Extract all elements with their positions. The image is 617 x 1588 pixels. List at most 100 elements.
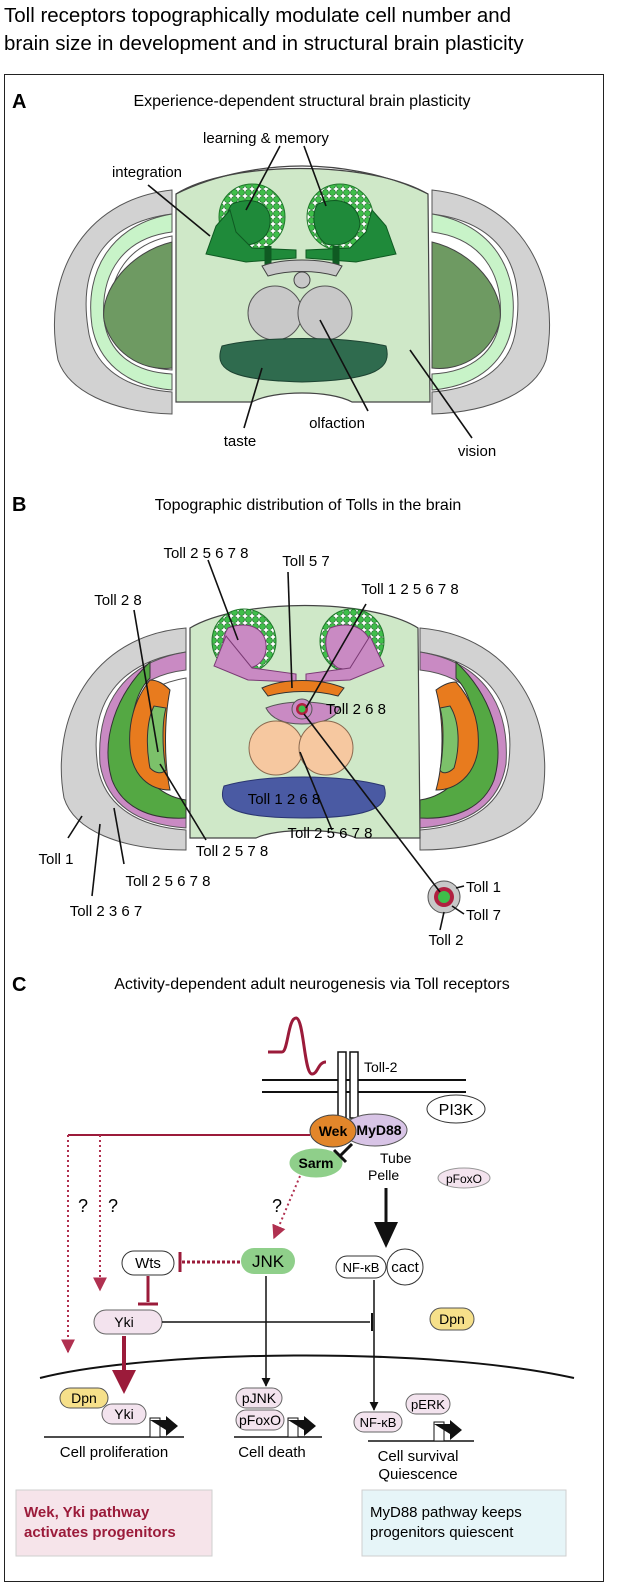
dpn-right-node [429, 1307, 475, 1331]
panel-b: B Topographic distribution of Tolls in t… [12, 494, 546, 949]
nuclear-envelope [39, 1354, 575, 1379]
myd88-summary-line2: progenitors quiescent [370, 1524, 514, 1541]
tube-label: Tube [380, 1150, 412, 1166]
sarm-jnk-dotted-arrow [272, 1175, 301, 1240]
label-learning-memory: learning & memory [203, 130, 329, 147]
label-toll-25678-mid: Toll 2 5 6 7 8 [287, 825, 372, 842]
pfoxo-nuc-label: pFoxO [239, 1412, 281, 1428]
myd88-sarm-inhibit [332, 1142, 354, 1164]
pjnk-node [235, 1387, 283, 1409]
outcome-death: Cell death [238, 1444, 306, 1461]
question-1: ? [78, 1196, 88, 1216]
wek-summary-line1: Wek, Yki pathway [24, 1504, 150, 1521]
label-toll-1: Toll 1 [38, 851, 73, 868]
title-line-2: brain size in development and in structu… [4, 32, 524, 55]
label-toll-25678-low: Toll 2 5 6 7 8 [125, 873, 210, 890]
label-taste: taste [224, 433, 257, 450]
wts-node [121, 1250, 175, 1276]
panel-a-heading: Experience-dependent structural brain pl… [133, 93, 470, 110]
pelle-label: Pelle [368, 1167, 399, 1183]
pelle-nfkb-arrowhead [374, 1222, 398, 1248]
myd88-label: MyD88 [356, 1122, 401, 1138]
figure-title: Toll receptors topographically modulate … [4, 2, 616, 58]
wek-label: Wek [319, 1123, 348, 1139]
panel-b-leaders [67, 559, 465, 931]
outcome-survival: Cell survival [378, 1448, 459, 1465]
dpn-right-label: Dpn [439, 1311, 465, 1327]
mushroom-bodies [205, 183, 397, 266]
pfoxo-top-label: pFoxO [446, 1172, 482, 1186]
nfkb-nuc-label: NF-κB [360, 1415, 397, 1430]
yki-nuc-node [101, 1403, 147, 1425]
toll-central-complex [248, 680, 354, 776]
sarm-label: Sarm [298, 1155, 333, 1171]
outcome-quiescence: Quiescence [378, 1466, 457, 1483]
toll-sez [221, 776, 386, 819]
label-toll-2367: Toll 2 3 6 7 [70, 903, 143, 920]
toll2-label: Toll-2 [364, 1059, 398, 1075]
myd88-summary-box [361, 1489, 567, 1557]
label-inset-toll-2: Toll 2 [428, 932, 463, 949]
panel-c: C Activity-dependent adult neurogenesis … [12, 974, 575, 1557]
wek-summary-line2: activates progenitors [24, 1524, 176, 1541]
panel-a-letter: A [12, 91, 26, 113]
yki-label: Yki [114, 1314, 133, 1330]
question-2: ? [108, 1196, 118, 1216]
label-inset-toll-1: Toll 1 [466, 879, 501, 896]
pi3k-label: PI3K [439, 1102, 474, 1119]
optic-lobe-left [54, 189, 173, 415]
toll2-receptor-left [337, 1051, 347, 1119]
nfkb-label: NF-κB [343, 1260, 380, 1275]
panel-a-leaders [147, 145, 473, 439]
jnk-label: JNK [252, 1252, 285, 1271]
label-toll-1268: Toll 1 2 6 8 [248, 791, 321, 808]
label-olfaction: olfaction [309, 415, 365, 432]
label-toll-25678-top: Toll 2 5 6 7 8 [163, 545, 248, 562]
yki-nuc-label: Yki [114, 1406, 133, 1422]
pfoxo-nuc-node [235, 1409, 285, 1431]
cact-label: cact [391, 1259, 419, 1276]
label-toll-28: Toll 2 8 [94, 592, 142, 609]
promoter-survival [368, 1420, 474, 1442]
nfkb-nuc-node [353, 1411, 403, 1433]
dpn-left-label: Dpn [71, 1390, 97, 1406]
perk-node [405, 1393, 451, 1415]
label-integration: integration [112, 164, 182, 181]
label-vision: vision [458, 443, 496, 460]
title-line-1: Toll receptors topographically modulate … [4, 4, 512, 27]
dpn-left-node [59, 1387, 109, 1409]
central-complex [247, 259, 353, 341]
label-toll-57: Toll 5 7 [282, 553, 330, 570]
toll-optic-left [60, 627, 187, 851]
action-potential [268, 1016, 327, 1076]
promoter-death [234, 1416, 322, 1438]
pfoxo-top-node [437, 1167, 491, 1189]
label-toll-268: Toll 2 6 8 [326, 701, 386, 718]
pjnk-label: pJNK [242, 1390, 277, 1406]
cact-node [386, 1248, 424, 1286]
question-3: ? [272, 1196, 282, 1216]
toll-optic-right [419, 627, 546, 851]
wek-summary-box [15, 1489, 213, 1557]
sarm-node [289, 1148, 343, 1178]
label-toll-2578: Toll 2 5 7 8 [196, 843, 269, 860]
label-inset-toll-7: Toll 7 [466, 907, 501, 924]
promoter-proliferation [44, 1416, 184, 1438]
optic-lobe-right [431, 189, 550, 415]
taste-region [219, 338, 388, 383]
jnk-node [241, 1248, 295, 1274]
panel-b-letter: B [12, 494, 26, 516]
label-toll-125678: Toll 1 2 5 6 7 8 [361, 581, 459, 598]
panel-b-heading: Topographic distribution of Tolls in the… [155, 497, 462, 514]
toll2-receptor-right [349, 1051, 359, 1119]
figure-frame [4, 74, 604, 1582]
panel-c-heading: Activity-dependent adult neurogenesis vi… [114, 976, 510, 993]
outcome-proliferation: Cell proliferation [60, 1444, 168, 1461]
perk-label: pERK [411, 1397, 445, 1412]
pi3k-node [426, 1094, 486, 1124]
nfkb-node [335, 1255, 387, 1279]
wts-label: Wts [135, 1255, 161, 1272]
panel-a: A Experience-dependent structural brain … [12, 91, 550, 460]
panel-c-letter: C [12, 974, 26, 996]
